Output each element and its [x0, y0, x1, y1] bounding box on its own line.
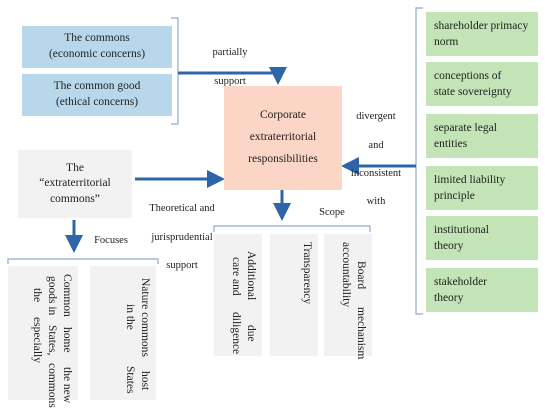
- commons-bracket: [171, 17, 179, 125]
- commons-subtitle: (economic concerns): [48, 48, 146, 60]
- scope-bracket: [213, 225, 371, 232]
- commons-box: The commons (economic concerns): [22, 26, 172, 68]
- extraterritorial-commons-box: The “extraterritorial commons”: [18, 150, 132, 218]
- focuses-label: Focuses: [94, 235, 128, 246]
- common-good-subtitle: (ethical concerns): [55, 96, 139, 108]
- right-bracket: [415, 7, 423, 315]
- partially-support-arrow: [178, 67, 287, 85]
- corporate-responsibilities-box: Corporate extraterritorial responsibilit…: [224, 86, 342, 190]
- commons-title: The commons: [64, 32, 130, 45]
- common-good-box: The common good (ethical concerns): [22, 74, 172, 116]
- focuses-bracket: [7, 258, 159, 264]
- scope-item-transparency: Transparency: [270, 234, 318, 356]
- theoretical-support-label: Theoretical and jurisprudential support: [149, 203, 215, 271]
- partially-support-label: partially support: [212, 47, 248, 87]
- common-good-title: The common good: [53, 80, 141, 93]
- divergent-label: divergent and inconsistent with: [350, 111, 402, 208]
- scope-label: Scope: [319, 207, 345, 218]
